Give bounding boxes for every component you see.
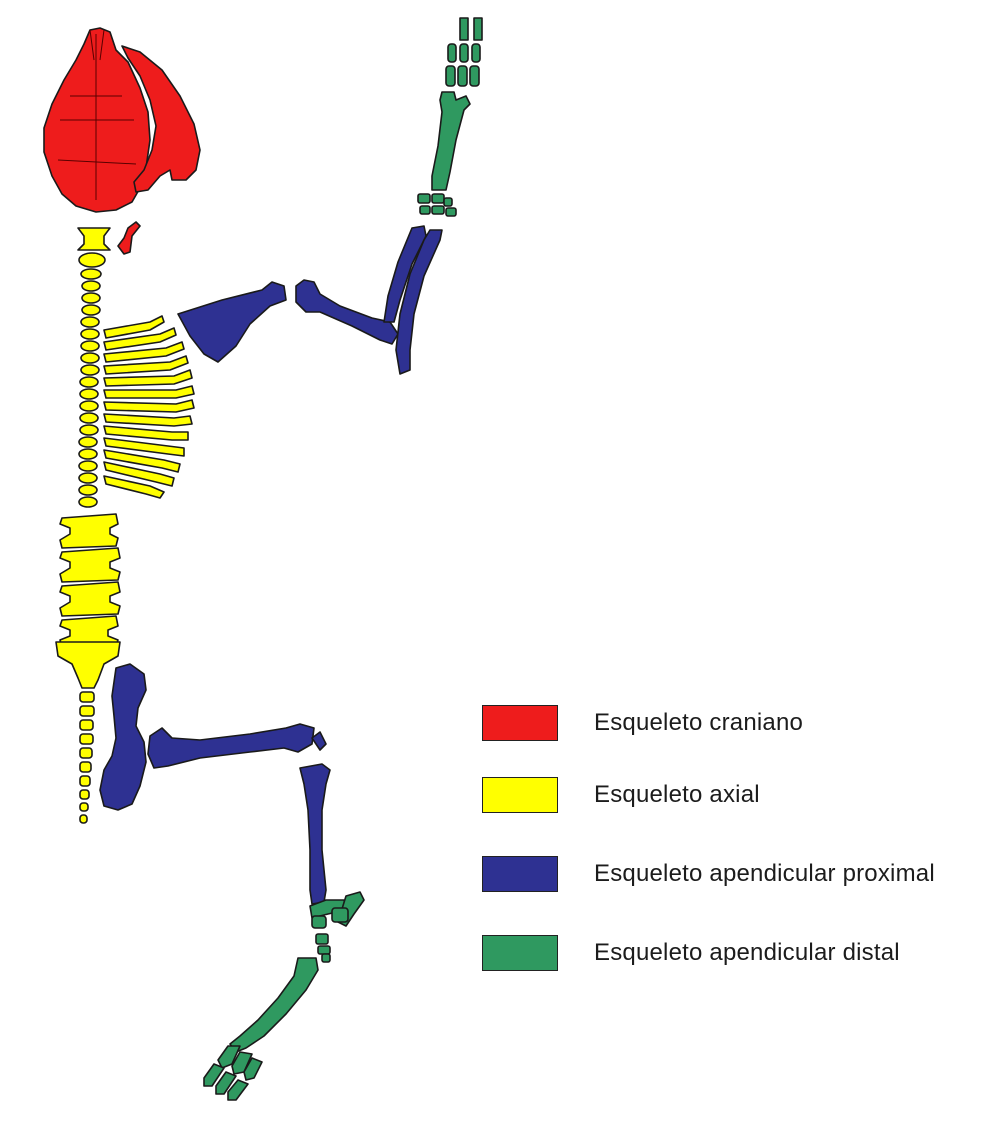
atlas-vertebra — [78, 228, 110, 250]
legend-item-axial: Esqueleto axial — [482, 777, 760, 813]
tibia — [300, 764, 330, 904]
legend-swatch-appendicular-proximal — [482, 856, 558, 892]
legend-item-appendicular-proximal: Esqueleto apendicular proximal — [482, 856, 935, 892]
pelvis — [100, 664, 146, 810]
hyoid — [118, 222, 140, 254]
appendicular-distal-skeleton — [204, 18, 482, 1100]
patella — [312, 732, 326, 750]
legend-item-appendicular-distal: Esqueleto apendicular distal — [482, 935, 900, 971]
cranial-skeleton — [44, 28, 200, 254]
legend-swatch-cranial — [482, 705, 558, 741]
legend-label-axial: Esqueleto axial — [594, 781, 760, 809]
legend-label-appendicular-proximal: Esqueleto apendicular proximal — [594, 860, 935, 888]
legend-item-cranial: Esqueleto craniano — [482, 705, 803, 741]
sacrum — [56, 642, 120, 688]
legend-label-cranial: Esqueleto craniano — [594, 709, 803, 737]
legend-swatch-appendicular-distal — [482, 935, 558, 971]
legend-swatch-axial — [482, 777, 558, 813]
legend-label-appendicular-distal: Esqueleto apendicular distal — [594, 939, 900, 967]
humerus — [296, 280, 398, 344]
scapula — [178, 282, 286, 362]
femur — [148, 724, 314, 768]
